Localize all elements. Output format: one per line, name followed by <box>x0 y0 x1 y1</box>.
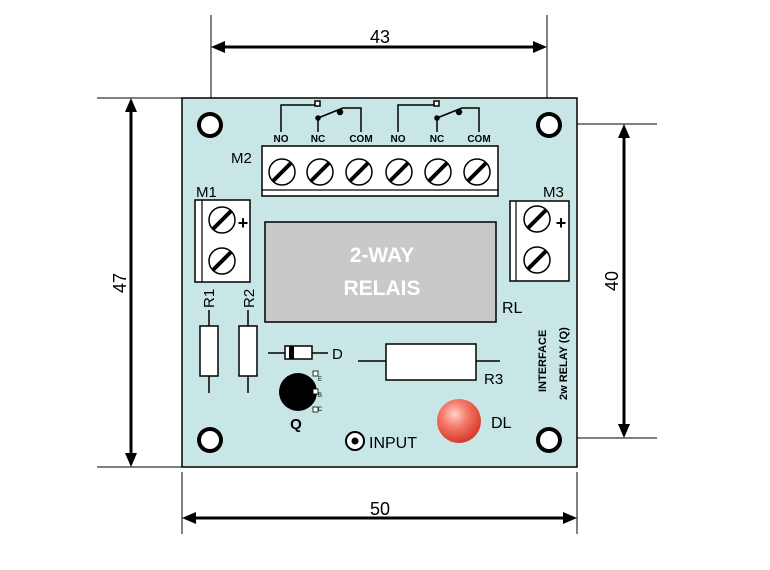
dimension-bottom: 50 <box>181 472 578 534</box>
screw-terminal <box>208 206 236 234</box>
screw-terminal <box>523 205 551 233</box>
contact-label: NO <box>391 134 406 145</box>
mounting-hole <box>197 112 223 138</box>
dimension-left: 47 <box>97 97 182 468</box>
transistor-pin-c: C <box>318 407 323 413</box>
dimension-bottom-label: 50 <box>370 499 390 519</box>
screw-terminal <box>424 158 452 186</box>
input-connector: INPUT <box>345 431 417 452</box>
resistor-r3: R3 <box>358 343 503 388</box>
m3-plus-sign: + <box>556 213 567 233</box>
relay-ref-label: RL <box>502 300 523 317</box>
transistor-pin-b: B <box>318 393 322 399</box>
mounting-hole <box>536 427 562 453</box>
screw-terminal <box>385 158 413 186</box>
diode-label: D <box>332 346 343 363</box>
terminal-block-m2 <box>261 145 499 197</box>
dimension-top: 43 <box>210 15 548 98</box>
dimension-top-label: 43 <box>370 27 390 47</box>
resistor-r1 <box>199 310 219 393</box>
r1-label: R1 <box>201 289 218 308</box>
mounting-hole <box>197 427 223 453</box>
board-text-line1: INTERFACE <box>537 330 549 392</box>
screw-terminal <box>523 246 551 274</box>
relay-text-line2: RELAIS <box>343 277 420 300</box>
contact-label: NC <box>430 134 444 145</box>
m1-label: M1 <box>196 184 217 201</box>
screw-terminal <box>345 158 373 186</box>
contact-label: NO <box>274 134 289 145</box>
m3-label: M3 <box>543 184 564 201</box>
screw-terminal <box>463 158 491 186</box>
screw-terminal <box>306 158 334 186</box>
contact-label: COM <box>349 134 372 145</box>
diode-d: D <box>268 345 343 363</box>
contact-symbol-1 <box>280 100 362 132</box>
mounting-hole <box>536 112 562 138</box>
resistor-r2 <box>238 310 258 393</box>
dimension-right-label: 40 <box>602 271 622 291</box>
r2-label: R2 <box>241 289 258 308</box>
transistor-label: Q <box>290 416 302 433</box>
dimension-left-label: 47 <box>110 273 130 293</box>
contact-label: NC <box>311 134 325 145</box>
terminal-block-m1: + <box>194 199 251 283</box>
mounting-holes <box>197 112 562 453</box>
contact-label: COM <box>467 134 490 145</box>
relay-text-line1: 2-WAY <box>350 244 415 267</box>
input-label: INPUT <box>369 435 417 452</box>
contact-symbol-2 <box>397 100 480 132</box>
screw-terminal <box>208 247 236 275</box>
m1-plus-sign: + <box>238 213 249 233</box>
r3-label: R3 <box>484 371 503 388</box>
led-label: DL <box>491 415 512 432</box>
led-dl: DL <box>437 399 512 443</box>
transistor-q: E B C Q <box>279 370 323 433</box>
transistor-pin-e: E <box>318 377 322 383</box>
board-text-line2: 2w RELAY (Q) <box>558 327 570 400</box>
screw-terminal <box>268 158 296 186</box>
relay-body: 2-WAY RELAIS <box>264 221 497 323</box>
m2-label: M2 <box>231 150 252 167</box>
terminal-block-m3: + <box>509 200 570 282</box>
contact-labels: NO NC COM NO NC COM <box>274 134 491 145</box>
